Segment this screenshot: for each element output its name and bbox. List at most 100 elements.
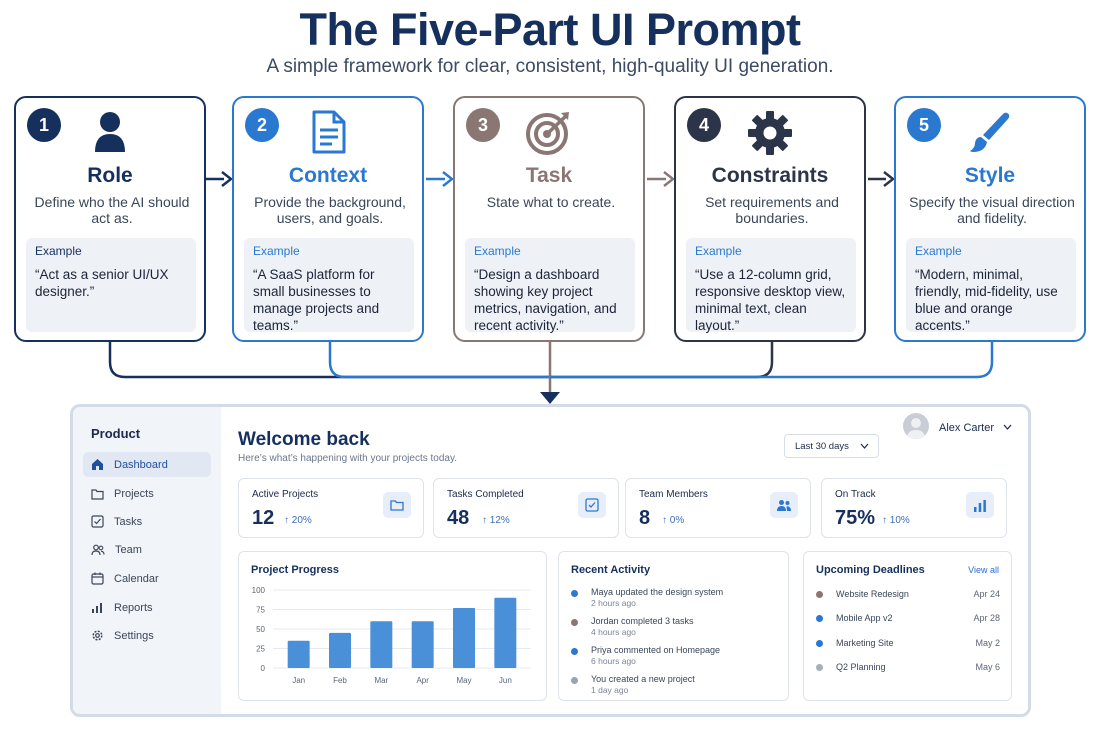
gear-icon	[676, 110, 864, 156]
example-text: “Act as a senior UI/UX designer.”	[35, 267, 169, 299]
deadline-date: Apr 28	[973, 613, 1000, 623]
sidebar-item-calendar[interactable]: Calendar	[83, 566, 211, 591]
activity-text: You created a new project	[591, 674, 695, 684]
arrow-right-icon	[206, 171, 232, 187]
status-dot	[571, 590, 578, 597]
person-icon	[16, 110, 204, 154]
step-description: Provide the background, users, and goals…	[254, 194, 406, 226]
y-tick-label: 25	[256, 645, 265, 654]
sidebar-item-label: Tasks	[114, 515, 143, 528]
status-dot	[816, 664, 823, 671]
sidebar-heading: Product	[91, 426, 141, 441]
sidebar: Product Dashboard Projects Tasks Team Ca…	[73, 407, 221, 714]
status-dot	[816, 591, 823, 598]
page-title: The Five-Part UI Prompt	[299, 4, 801, 55]
sidebar-item-team[interactable]: Team	[83, 537, 211, 562]
gear-icon	[92, 630, 103, 641]
example-label: Example	[695, 244, 742, 258]
bar	[453, 607, 475, 668]
step-title: Style	[964, 164, 1016, 187]
status-dot	[816, 615, 823, 622]
stat-label: Tasks Completed	[447, 489, 524, 500]
brush-icon	[896, 110, 1084, 156]
deadline-name: Q2 Planning	[836, 662, 886, 672]
step-title: Context	[288, 164, 368, 187]
checkbox-icon	[578, 492, 606, 518]
status-dot	[571, 648, 578, 655]
sidebar-item-reports[interactable]: Reports	[83, 595, 211, 620]
activity-time: 6 hours ago	[591, 656, 636, 666]
stat-delta: ↑ 0%	[662, 515, 685, 526]
example-text: “Modern, minimal, friendly, mid-fidelity…	[915, 267, 1058, 333]
date-range-select[interactable]: Last 30 days	[784, 434, 879, 458]
x-tick-label: Feb	[333, 676, 347, 685]
activity-text: Priya commented on Homepage	[591, 645, 721, 655]
y-tick-label: 0	[261, 664, 266, 673]
step-number: 2	[245, 108, 279, 142]
stat-label: Active Projects	[252, 489, 319, 500]
sidebar-item-settings[interactable]: Settings	[83, 623, 211, 648]
bar	[494, 597, 517, 668]
example-box: Example “Design a dashboard showing key …	[465, 238, 635, 333]
sidebar-item-label: Dashboard	[114, 458, 168, 471]
calendar-icon	[91, 572, 104, 585]
bar	[287, 640, 310, 668]
y-tick-label: 50	[256, 625, 265, 634]
bar	[411, 621, 434, 668]
connector-lines	[108, 342, 994, 404]
status-dot	[571, 677, 578, 684]
stat-card-team-members: Team Members 8 ↑ 0%	[625, 478, 811, 538]
arrow-right-icon	[868, 171, 894, 187]
team-icon	[91, 544, 105, 555]
stat-value: 8	[639, 507, 651, 529]
step-title: Task	[525, 164, 573, 187]
step-description: State what to create.	[486, 194, 616, 210]
user-name[interactable]: Alex Carter	[939, 422, 995, 434]
step-card-task: 3 Task State what to create. Example “De…	[453, 96, 645, 342]
bar	[329, 632, 351, 668]
bar-chart-icon	[966, 492, 994, 518]
deadline-row[interactable]: Marketing Site May 2	[816, 637, 1000, 651]
stat-delta: ↑ 20%	[284, 515, 312, 526]
sidebar-item-label: Calendar	[114, 572, 159, 585]
example-label: Example	[253, 244, 300, 258]
sidebar-item-label: Reports	[114, 601, 153, 614]
deadline-name: Website Redesign	[836, 589, 909, 599]
avatar[interactable]	[903, 413, 929, 439]
step-description: Set requirements and boundaries.	[705, 194, 839, 226]
sidebar-item-dashboard[interactable]: Dashboard	[83, 452, 211, 477]
home-icon	[92, 459, 103, 470]
example-label: Example	[474, 244, 521, 258]
chevron-down-icon[interactable]	[1003, 424, 1012, 430]
x-tick-label: Apr	[416, 676, 429, 685]
example-box: Example “A SaaS platform for small busin…	[244, 238, 414, 333]
stat-card-tasks-completed: Tasks Completed 48 ↑ 12%	[433, 478, 619, 538]
deadline-row[interactable]: Mobile App v2 Apr 28	[816, 612, 1000, 626]
activity-time: 2 hours ago	[591, 598, 636, 608]
chart-title: Project Progress	[251, 564, 340, 576]
step-card-constraints: 4 Constraints Set requirements and bound…	[674, 96, 866, 342]
view-all-link[interactable]: View all	[968, 565, 999, 575]
step-number: 5	[907, 108, 941, 142]
x-tick-label: Jun	[499, 676, 512, 685]
stat-value: 48	[447, 507, 470, 529]
deadline-row[interactable]: Q2 Planning May 6	[816, 661, 1000, 675]
recent-activity-panel: Recent Activity Maya updated the design …	[558, 551, 789, 701]
x-tick-label: Mar	[374, 676, 388, 685]
stat-value: 75%	[835, 507, 876, 529]
team-icon	[770, 492, 798, 518]
step-number: 4	[687, 108, 721, 142]
example-box: Example “Modern, minimal, friendly, mid-…	[906, 238, 1076, 333]
panel-title: Recent Activity	[571, 564, 651, 576]
sidebar-item-projects[interactable]: Projects	[83, 481, 211, 506]
sidebar-item-tasks[interactable]: Tasks	[83, 509, 211, 534]
step-description: Specify the visual direction and fidelit…	[909, 194, 1075, 226]
example-box: Example “Use a 12-column grid, responsiv…	[686, 238, 856, 333]
step-number: 1	[27, 108, 61, 142]
folder-icon	[91, 488, 104, 500]
stat-card-active-projects: Active Projects 12 ↑ 20%	[238, 478, 424, 538]
deadline-row[interactable]: Website Redesign Apr 24	[816, 588, 1000, 602]
chevron-down-icon	[860, 443, 869, 449]
